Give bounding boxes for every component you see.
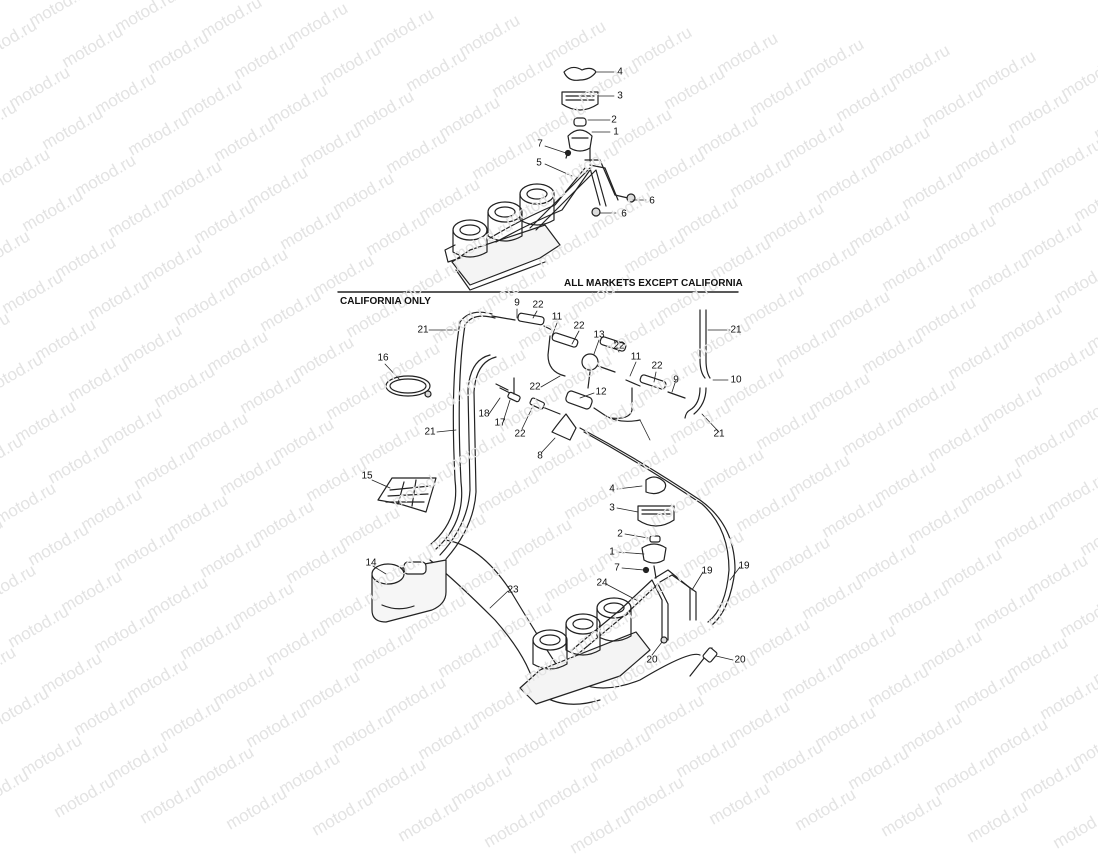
callout-label: 8 (537, 450, 543, 462)
callout-label: 22 (532, 299, 544, 311)
callout-label: 19 (701, 565, 713, 577)
callout-label: 3 (609, 502, 615, 514)
bottom-hoses (429, 309, 736, 705)
callout-label: 1 (613, 126, 619, 138)
callout-label: 17 (494, 417, 506, 429)
top-leaders (544, 71, 647, 214)
callout-label: 22 (573, 320, 585, 332)
canister-14 (371, 559, 447, 623)
callout-label: 20 (646, 654, 658, 666)
cover-15 (377, 477, 437, 513)
callout-label: 11 (551, 311, 563, 323)
callout-label: 15 (361, 470, 373, 482)
callout-label: 3 (617, 90, 623, 102)
bottom-throttle-body-assembly (519, 476, 718, 705)
callout-label: 6 (649, 195, 655, 207)
callout-label: 7 (537, 138, 543, 150)
callout-label: 22 (529, 381, 541, 393)
callout-label: 7 (614, 562, 620, 574)
callout-label: 1 (609, 546, 615, 558)
clamp-16 (385, 375, 432, 398)
callout-label: 5 (536, 157, 542, 169)
callout-label: 6 (621, 208, 627, 220)
callout-label: 16 (377, 352, 389, 364)
callout-label: 20 (734, 654, 746, 666)
callout-label: 4 (609, 483, 615, 495)
callout-label: 21 (417, 324, 429, 336)
callout-label: 4 (617, 66, 623, 78)
callout-label: 24 (596, 577, 608, 589)
callout-label: 18 (478, 408, 490, 420)
callout-label: 23 (507, 584, 519, 596)
section-title-all-markets: ALL MARKETS EXCEPT CALIFORNIA (564, 278, 743, 289)
bottom-leaders (371, 308, 741, 661)
callout-label: 2 (611, 114, 617, 126)
callout-label: 9 (673, 374, 679, 386)
callout-label: 21 (713, 428, 725, 440)
callout-label: 13 (593, 329, 605, 341)
callout-label: 21 (730, 324, 742, 336)
callout-label: 12 (595, 386, 607, 398)
callout-label: 11 (630, 351, 642, 363)
callout-label: 22 (651, 360, 663, 372)
callout-label: 21 (424, 426, 436, 438)
section-title-california: CALIFORNIA ONLY (340, 296, 431, 307)
diagram-drawing (337, 66, 741, 705)
callout-label: 9 (514, 297, 520, 309)
callout-label: 10 (730, 374, 742, 386)
callout-label: 22 (613, 340, 625, 352)
callout-label: 22 (514, 428, 526, 440)
callout-label: 14 (365, 557, 377, 569)
callout-label: 19 (738, 560, 750, 572)
callout-label: 2 (617, 528, 623, 540)
top-throttle-body-assembly (444, 66, 636, 291)
